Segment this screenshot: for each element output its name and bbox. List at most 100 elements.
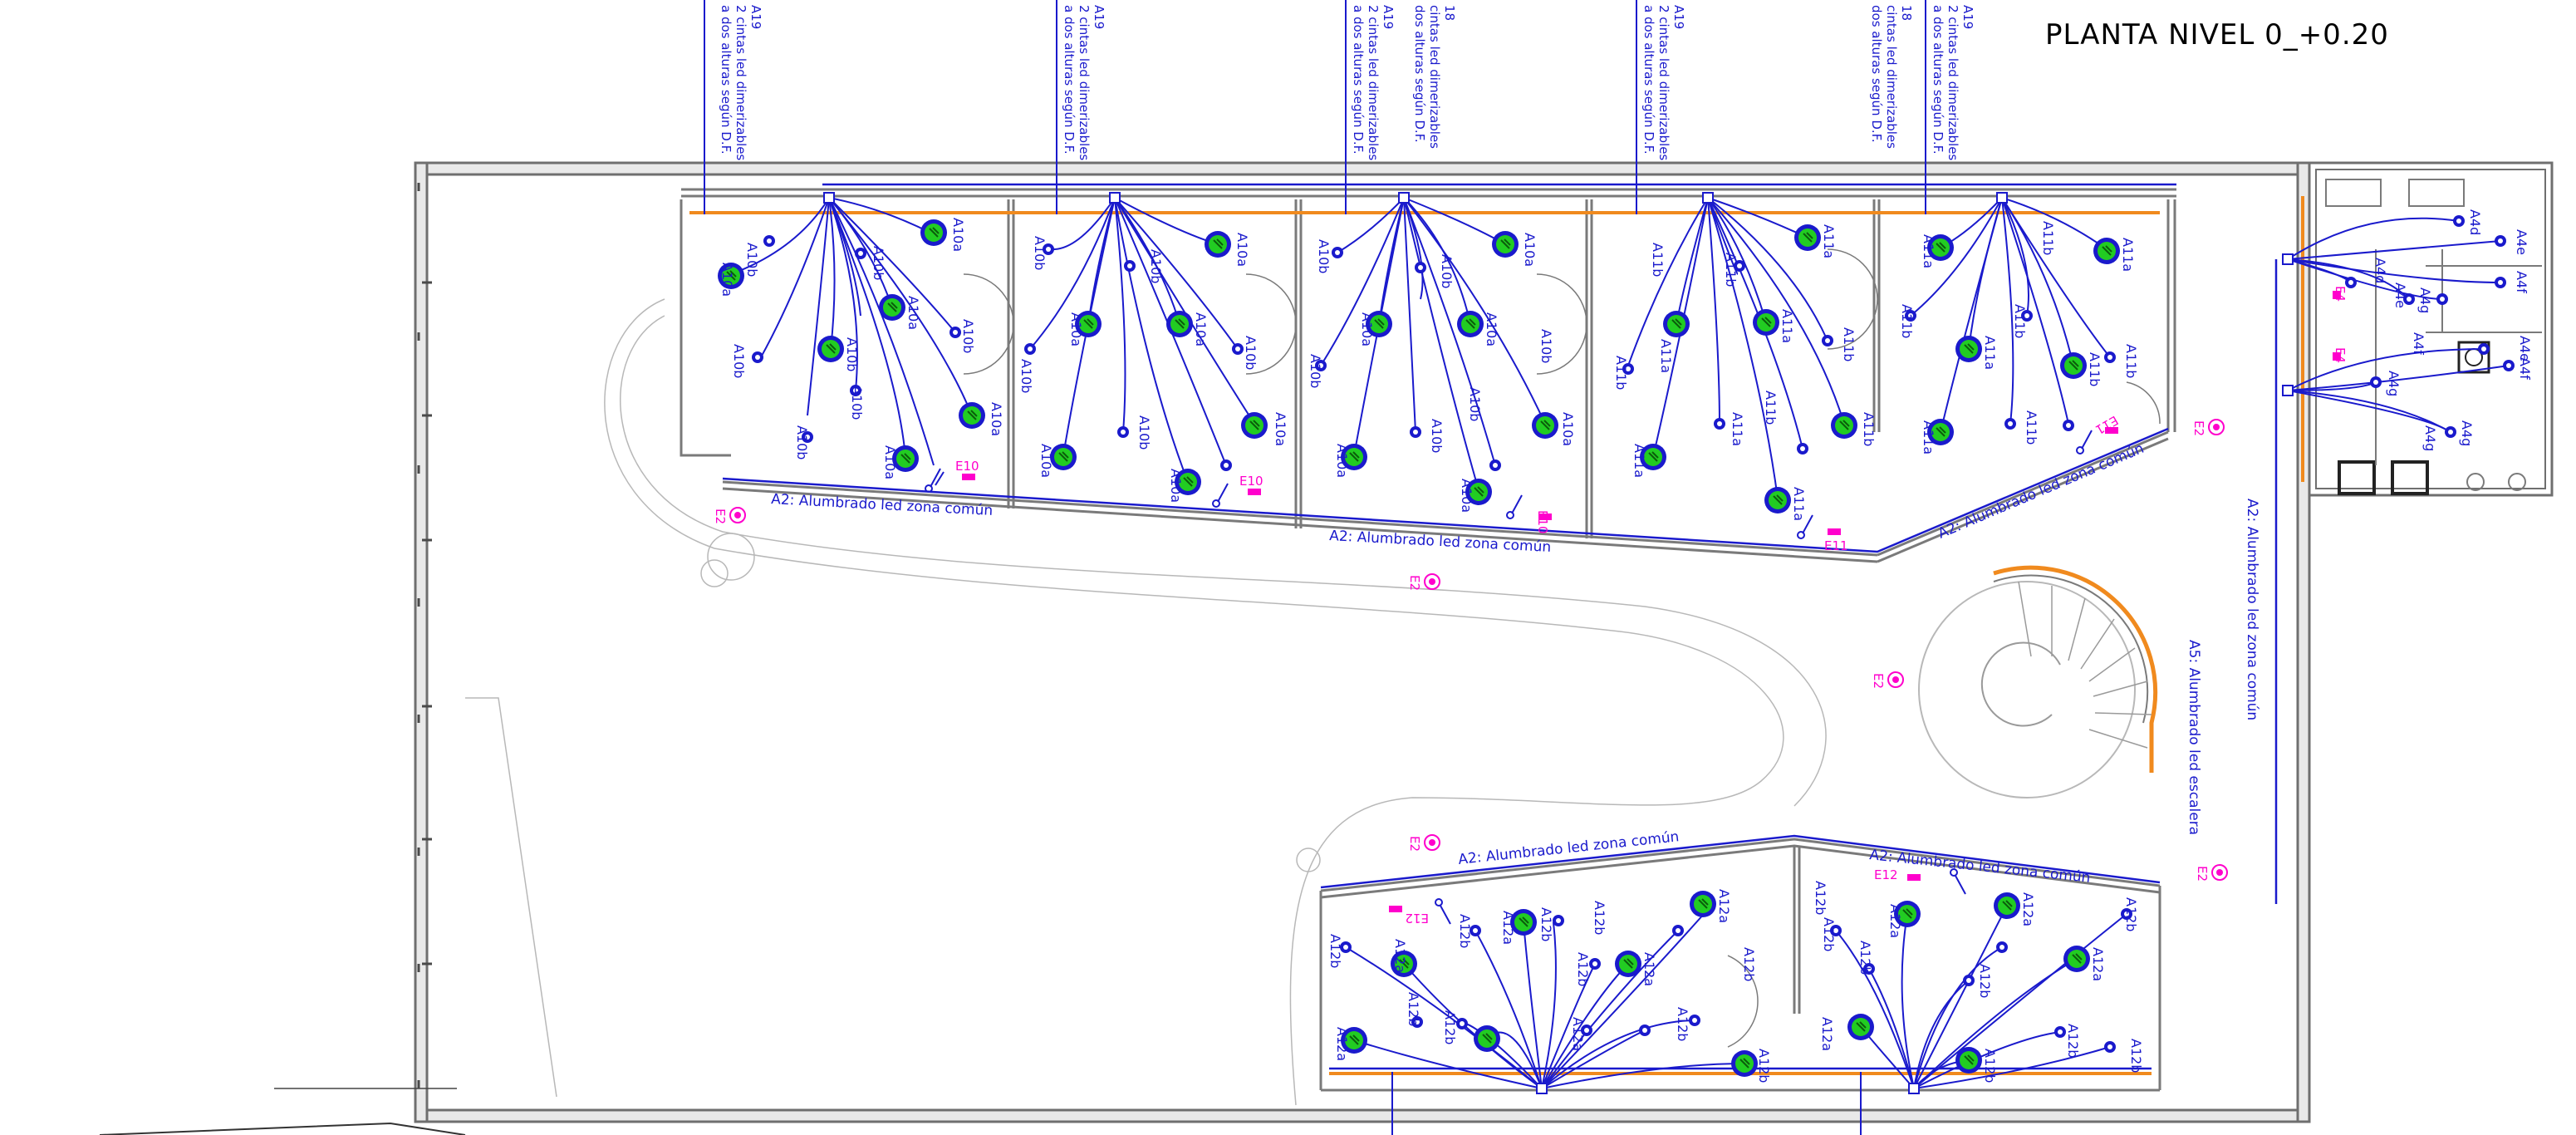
svg-text:A10a: A10a xyxy=(1273,412,1288,446)
led-note-text-2: a dos alturas según D.F. xyxy=(719,5,734,155)
svg-text:A12a: A12a xyxy=(1334,1027,1350,1061)
svg-text:dos alturas según D.F.: dos alturas según D.F. xyxy=(1412,5,1427,143)
svg-text:A10b: A10b xyxy=(1439,254,1455,288)
svg-text:A12b: A12b xyxy=(1977,964,1993,998)
svg-text:A12b: A12b xyxy=(1575,952,1591,986)
svg-text:A12a: A12a xyxy=(1716,889,1732,923)
circuit-label-a2: A2: Alumbrado led zona común xyxy=(1868,847,2091,887)
svg-text:A11a: A11a xyxy=(1921,234,1936,268)
svg-text:A10b: A10b xyxy=(1538,329,1554,363)
svg-text:A10a: A10a xyxy=(1459,479,1474,513)
svg-text:A11a: A11a xyxy=(1791,487,1807,521)
svg-text:A10b: A10b xyxy=(744,243,760,277)
svg-text:A10a: A10a xyxy=(1484,312,1499,346)
circuit-label-a2: A2: Alumbrado led zona común xyxy=(771,491,994,519)
circuit-label-a5: A5: Alumbrado led escalera xyxy=(2186,640,2202,835)
svg-text:A10b: A10b xyxy=(1136,415,1152,450)
svg-text:A10a: A10a xyxy=(950,218,966,252)
svg-text:A4e: A4e xyxy=(2514,229,2529,255)
svg-text:A10a: A10a xyxy=(989,402,1004,436)
svg-text:A12b: A12b xyxy=(1982,1049,1998,1083)
office-a12-left xyxy=(1340,890,1759,1094)
svg-text:A10a: A10a xyxy=(1038,444,1054,478)
office-a10-right xyxy=(1024,192,1268,496)
svg-text:a dos alturas según D.F.: a dos alturas según D.F. xyxy=(1351,5,1366,155)
svg-text:E4: E4 xyxy=(2333,286,2348,302)
svg-text:A12b: A12b xyxy=(2128,1039,2144,1073)
svg-text:A12a: A12a xyxy=(1392,939,1408,973)
led-note-2: A19 2 cintas led dimerizables a dos altu… xyxy=(1062,5,1106,160)
bathroom-fixtures xyxy=(2325,179,2542,495)
svg-text:A11a: A11a xyxy=(1982,336,1998,370)
svg-text:A11a: A11a xyxy=(1921,420,1936,454)
spiral-stair xyxy=(1918,565,2158,798)
svg-text:A10b: A10b xyxy=(1467,387,1483,421)
svg-text:A11b: A11b xyxy=(1861,412,1877,446)
svg-text:E2: E2 xyxy=(2195,866,2210,882)
svg-text:A10a: A10a xyxy=(1560,412,1576,446)
svg-text:A11b: A11b xyxy=(1899,304,1915,338)
svg-text:A11b: A11b xyxy=(2087,352,2103,386)
svg-text:A12a: A12a xyxy=(1641,952,1657,986)
svg-text:A4d: A4d xyxy=(2372,258,2388,283)
svg-text:A19: A19 xyxy=(1092,5,1106,29)
svg-text:A10a: A10a xyxy=(1068,312,1084,346)
svg-text:A11b: A11b xyxy=(1723,253,1739,287)
svg-text:A10b: A10b xyxy=(871,246,886,280)
floor-pattern xyxy=(99,298,1827,1135)
svg-text:A10a: A10a xyxy=(1168,469,1184,503)
led-note-3: A19 2 cintas led dimerizables a dos altu… xyxy=(1351,5,1396,160)
bathroom-a4 xyxy=(2282,215,2515,438)
svg-text:A19: A19 xyxy=(1381,5,1396,29)
svg-text:A12a: A12a xyxy=(2020,892,2036,926)
plan-title: PLANTA NIVEL 0_+0.20 xyxy=(2045,18,2389,52)
svg-text:A10b: A10b xyxy=(1243,336,1259,370)
svg-text:A10b: A10b xyxy=(1148,249,1164,283)
svg-text:A10b: A10b xyxy=(1032,236,1048,270)
circuit-trays xyxy=(722,183,2278,1070)
svg-text:18: 18 xyxy=(1899,5,1914,21)
svg-text:A11b: A11b xyxy=(2012,304,2028,338)
svg-text:A12b: A12b xyxy=(1813,881,1828,915)
svg-text:a dos alturas según D.F.: a dos alturas según D.F. xyxy=(1931,5,1945,155)
offices-top xyxy=(680,188,2176,563)
svg-text:A4f: A4f xyxy=(2411,332,2426,355)
svg-text:A12b: A12b xyxy=(1538,907,1554,941)
svg-text:dos alturas según D.F.: dos alturas según D.F. xyxy=(1869,5,1884,143)
office-a12-right xyxy=(1830,892,2132,1094)
svg-text:A4e: A4e xyxy=(2392,283,2408,308)
svg-text:A12a: A12a xyxy=(1570,1017,1586,1051)
office-a10-left xyxy=(717,192,986,473)
led-note-code: A19 xyxy=(748,5,763,29)
svg-text:E11: E11 xyxy=(1824,538,1848,553)
svg-text:A12b: A12b xyxy=(1327,934,1343,968)
svg-text:A10b: A10b xyxy=(794,425,810,459)
svg-text:A4g: A4g xyxy=(2422,425,2438,451)
svg-text:A10a: A10a xyxy=(1522,233,1538,267)
svg-text:A10b: A10b xyxy=(960,319,976,353)
svg-text:2 cintas led dimerizables: 2 cintas led dimerizables xyxy=(1945,5,1960,160)
led-note-6: 18 cintas led dimerizables dos alturas s… xyxy=(1869,5,1914,149)
led-note-7: A19 2 cintas led dimerizables a dos altu… xyxy=(1931,5,1975,160)
svg-text:A4f: A4f xyxy=(2514,271,2529,293)
svg-text:A12b: A12b xyxy=(2123,897,2139,931)
svg-text:E2: E2 xyxy=(1407,836,1422,852)
led-note-1: A19 2 cintas led dimerizables a dos altu… xyxy=(719,5,763,160)
svg-text:A10a: A10a xyxy=(1234,233,1250,267)
svg-text:A4d: A4d xyxy=(2467,209,2483,235)
office-a10-center xyxy=(1315,192,1559,506)
svg-text:2 cintas led dimerizables: 2 cintas led dimerizables xyxy=(1366,5,1381,160)
led-note-4: 18 cintas led dimerizables dos alturas s… xyxy=(1412,5,1457,149)
circuit-label-a2: A2: Alumbrado led zona común xyxy=(2244,499,2260,720)
svg-text:A11a: A11a xyxy=(1631,444,1647,478)
svg-text:A10a: A10a xyxy=(1193,312,1209,346)
svg-text:A12b: A12b xyxy=(2065,1024,2081,1058)
svg-text:A11b: A11b xyxy=(1650,243,1666,277)
svg-text:A4e: A4e xyxy=(2517,336,2533,361)
svg-text:A10b: A10b xyxy=(1308,354,1323,388)
svg-text:A10b: A10b xyxy=(1429,419,1445,453)
svg-text:A4g: A4g xyxy=(2459,420,2475,446)
svg-text:A4g: A4g xyxy=(2386,371,2402,396)
svg-text:E4: E4 xyxy=(2333,347,2348,363)
svg-text:A12b: A12b xyxy=(1457,914,1473,948)
